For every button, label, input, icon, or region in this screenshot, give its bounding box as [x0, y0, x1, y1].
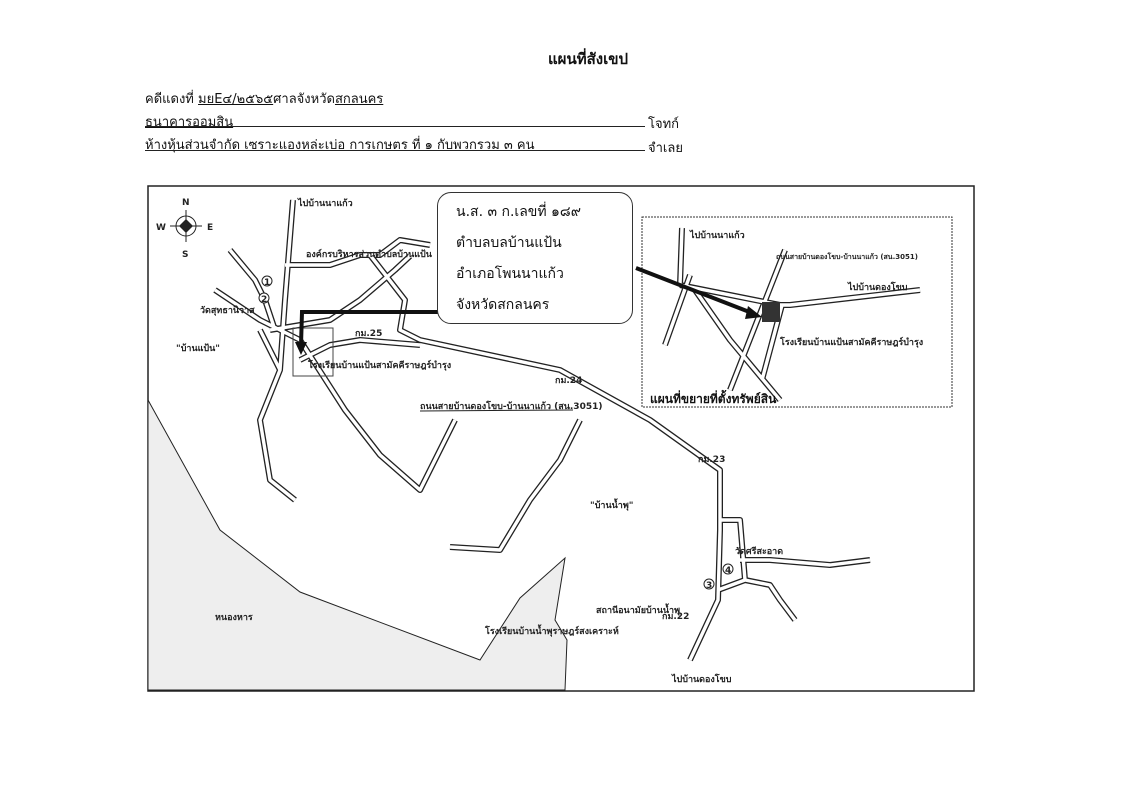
- label-school-paen: โรงเรียนบ้านแป้นสามัคคีราษฎร์บำรุง: [307, 359, 451, 371]
- inset-map-frame: [641, 216, 953, 408]
- label-ban-nam-phu: "บ้านน้ำพุ": [590, 498, 633, 511]
- compass-w: W: [156, 223, 166, 233]
- defendant-underline: [145, 150, 645, 151]
- compass-s: S: [182, 250, 188, 260]
- compass-icon: N S E W: [156, 198, 213, 260]
- label-km24: กม.24: [555, 376, 582, 386]
- label-to-ban-na-kaeo: ไปบ้านนาแก้ว: [297, 197, 353, 209]
- circle-markers: 1 2 3 4: [258, 275, 734, 591]
- marker-4: 4: [725, 566, 731, 576]
- compass-e: E: [207, 223, 213, 233]
- callout-line-2: ตำบลบลบ้านแป้น: [456, 235, 562, 251]
- court-label: ศาลจังหวัด: [273, 92, 335, 107]
- marker-2: 2: [261, 295, 267, 305]
- inset-to-dong-khob: ไปบ้านดองโขบ: [847, 281, 908, 293]
- plaintiff-role: โจทก์: [648, 117, 680, 132]
- callout-line-3: อำเภอโพนนาแก้ว: [456, 266, 564, 282]
- label-to-dong-khob: ไปบ้านดองโขบ: [671, 673, 732, 685]
- label-sao: องค์กรบริหารส่วนตำบลบ้านแป้น: [306, 248, 433, 260]
- label-ban-paen: "บ้านแป้น": [176, 343, 220, 354]
- label-road-name: ถนนสายบ้านดองโขบ-บ้านนาแก้ว (สน.3051): [420, 400, 602, 412]
- callout-pointer-arrow: [299, 310, 440, 346]
- plaintiff-underline: [145, 126, 645, 127]
- road-name-pointer: [419, 409, 574, 412]
- case-line: คดีแดงที่ มยE๔/๒๕๖๕ศาลจังหวัดสกลนคร: [145, 88, 383, 109]
- defendant-name: ห้างหุ้นส่วนจำกัด เซราะแองหล่ะเบ่อ การเก…: [145, 138, 535, 153]
- label-km23: กม.23: [698, 455, 725, 465]
- court-province: สกลนคร: [334, 92, 384, 107]
- callout-line-1: น.ส. ๓ ก.เลขที่ ๑๘๙: [456, 204, 581, 220]
- inset-pointer-arrow: [635, 266, 753, 315]
- label-health-station: สถานีอนามัยบ้านน้ำพุ: [596, 603, 680, 616]
- case-label: คดีแดงที่: [145, 92, 194, 107]
- case-number: มยE๔/๒๕๖๕: [198, 92, 274, 107]
- inset-title: แผนที่ขยายที่ตั้งทรัพย์สิน: [650, 389, 777, 406]
- inset-property-plot: [762, 302, 780, 322]
- marker-3: 3: [706, 581, 712, 591]
- compass-n: N: [182, 198, 190, 208]
- inset-road-name: ถนนสายบ้านดองโขบ-บ้านนาแก้ว (สน.3051): [776, 252, 918, 261]
- property-area-box: [292, 327, 334, 377]
- label-school-nam-phu: โรงเรียนบ้านน้ำพุราษฎร์สงเคราะห์: [484, 624, 619, 637]
- inset-to-ban-na-kaeo: ไปบ้านนาแก้ว: [689, 229, 745, 241]
- label-wat-sutha: วัดสุทธานิวาส: [200, 305, 255, 316]
- roads: [213, 199, 871, 662]
- label-km22: กม.22: [662, 612, 689, 622]
- inset-roads: [662, 227, 921, 402]
- lake-label: หนองหาร: [215, 613, 253, 623]
- label-wat-sri: วัดศรีสะอาด: [735, 546, 783, 557]
- document-title: แผนที่สังเขป: [548, 50, 628, 68]
- parcel-callout: น.ส. ๓ ก.เลขที่ ๑๘๙ ตำบลบลบ้านแป้น อำเภอ…: [437, 192, 633, 324]
- marker-1: 1: [264, 278, 270, 288]
- defendant-role: จำเลย: [648, 141, 683, 156]
- inset-school: โรงเรียนบ้านแป้นสามัคคีราษฎร์บำรุง: [779, 336, 923, 348]
- callout-line-4: จังหวัดสกลนคร: [456, 297, 550, 313]
- label-km25: กม.25: [355, 329, 382, 339]
- lake-area: [147, 398, 568, 691]
